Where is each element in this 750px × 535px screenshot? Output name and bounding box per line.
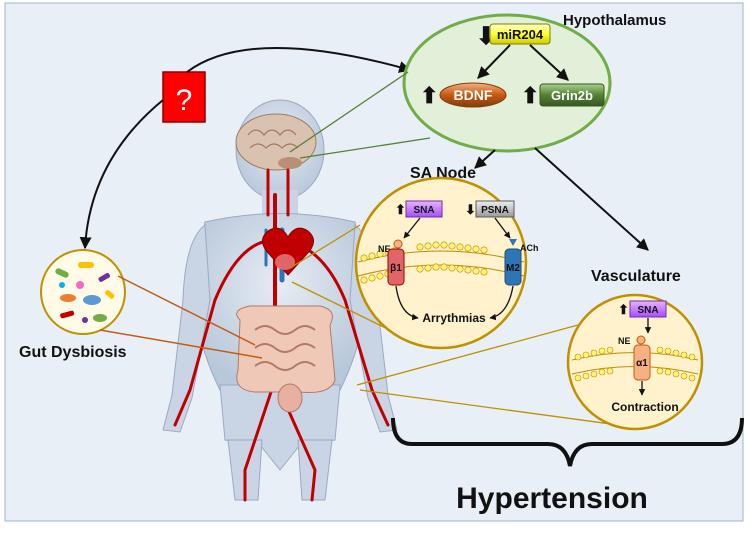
heart-connector-line: [289, 224, 361, 269]
intestines-illustration: [236, 305, 336, 413]
arm-connector-line: [356, 324, 579, 386]
vasculature-membrane: [571, 346, 699, 382]
question-box: [162, 71, 206, 123]
sa-node-label: SA Node: [410, 165, 476, 182]
arrow-mir-to-bdnf: [477, 44, 511, 79]
gut-dysbiosis-label: Gut Dysbiosis: [19, 344, 127, 361]
ne-vasc-label: NE: [618, 336, 631, 346]
ne-ligand: [393, 239, 403, 249]
arrow-to-gut: [79, 99, 164, 250]
bdnf-ellipse: [439, 82, 507, 108]
arrow-to-sa-node: [474, 149, 496, 169]
alpha1-label: α1: [636, 358, 648, 369]
grin2b-box: [539, 83, 605, 107]
ach-ligand: [509, 239, 517, 246]
arrow-to-hypothalamus: [186, 47, 412, 73]
arrow-mir-to-grin2b: [529, 44, 569, 81]
up-arrow-icon: ⬆: [395, 202, 406, 217]
down-arrow-icon: ⬇: [465, 202, 476, 217]
alpha1-receptor: [633, 344, 651, 381]
arrhythmias-label: Arrythmias: [422, 311, 486, 325]
gut-microbiota-circle: [40, 249, 126, 335]
up-arrow-icon: ⬆: [420, 83, 438, 108]
up-arrow-icon: ⬆: [618, 302, 629, 317]
arrow-beta1-to-arrhythmias: [395, 285, 419, 321]
brain-connector-line: [289, 71, 409, 153]
beta1-label: β1: [390, 263, 402, 274]
up-arrow-icon: ⬆: [521, 83, 539, 108]
hypothalamus-ellipse: [402, 13, 612, 153]
heart-illustration: [262, 227, 314, 276]
vasculature-label: Vasculature: [591, 268, 681, 285]
hypothalamus-label: Hypothalamus: [563, 12, 666, 29]
sna-box: [405, 200, 443, 218]
sa-node-membrane: [357, 241, 525, 284]
mir204-label: miR204: [497, 27, 544, 42]
m2-receptor: [504, 248, 522, 286]
gut-connector-line: [117, 275, 256, 346]
sna-vasc-label: SNA: [637, 305, 658, 316]
m2-label: M2: [506, 263, 520, 274]
beta1-receptor: [387, 248, 405, 286]
contraction-label: Contraction: [611, 400, 678, 414]
question-mark-icon: ?: [176, 84, 193, 117]
arrow-psna-to-ach: [494, 217, 511, 239]
bracket-brace: [391, 417, 744, 467]
mir204-box: [489, 23, 551, 45]
gut-connector-line: [99, 329, 263, 359]
arrow-to-vasculature: [534, 147, 649, 251]
brain-connector-line: [299, 137, 431, 159]
sa-node-circle: [354, 176, 528, 350]
psna-box: [475, 200, 515, 218]
arm-connector-line: [359, 389, 641, 429]
ne-label: NE: [378, 244, 391, 254]
ne-vasc-ligand: [636, 335, 646, 345]
bdnf-label: BDNF: [454, 87, 493, 103]
brain-illustration: [235, 113, 317, 171]
psna-label: PSNA: [481, 205, 509, 216]
ach-label: ACh: [520, 243, 539, 253]
hypertension-label: Hypertension: [456, 482, 648, 515]
grin2b-label: Grin2b: [551, 88, 593, 103]
arrow-sna-to-ne: [403, 217, 421, 239]
arrow-m2-to-arrhythmias: [489, 285, 514, 321]
sna-label: SNA: [413, 205, 434, 216]
sna-vasc-box: [629, 300, 667, 318]
